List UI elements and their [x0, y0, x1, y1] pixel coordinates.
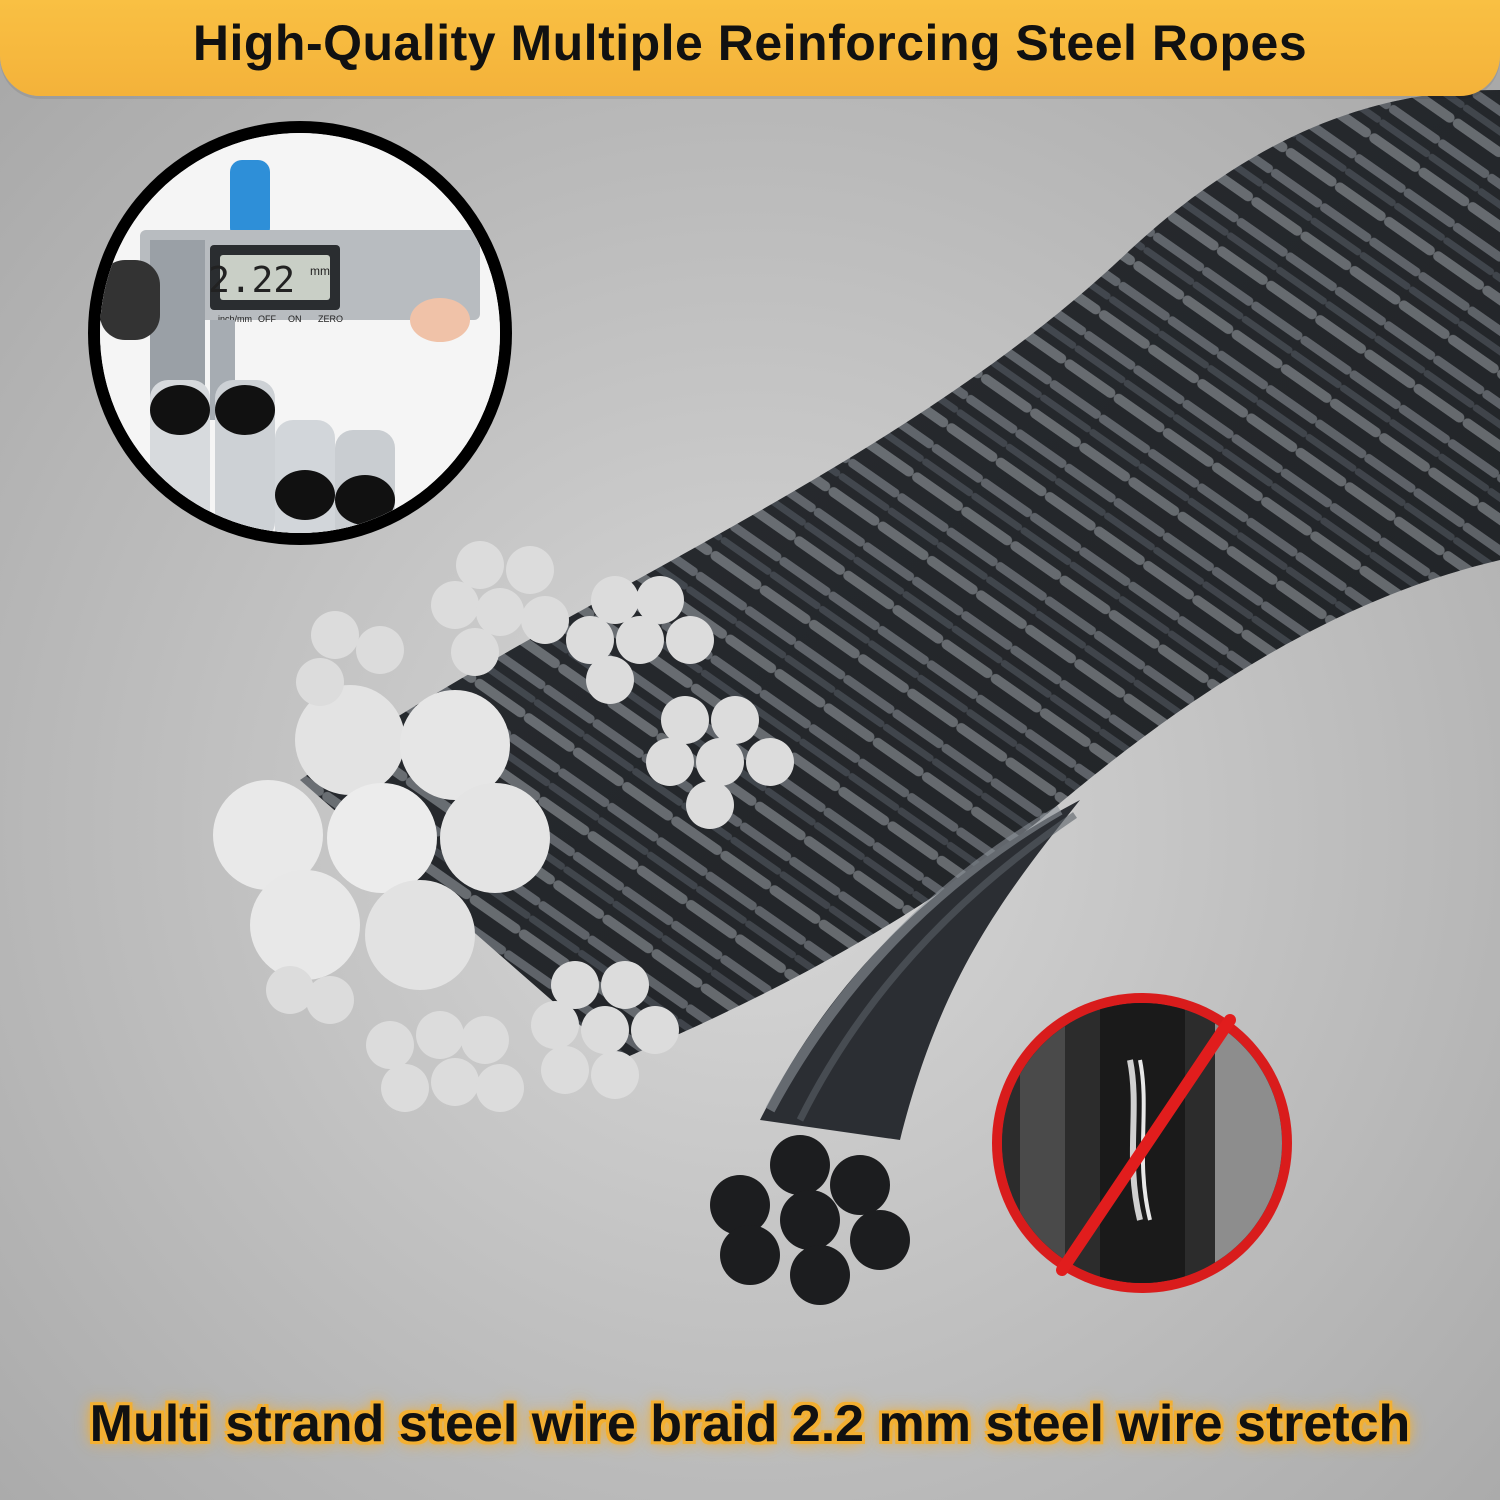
- caliper-btn-on: ON: [288, 314, 302, 324]
- caliper-btn-zero: ZERO: [318, 314, 343, 324]
- bottom-caption: Multi strand steel wire braid 2.2 mm ste…: [89, 1395, 1411, 1453]
- banner-title: High-Quality Multiple Reinforcing Steel …: [192, 15, 1308, 71]
- caliper-unit: mm: [310, 264, 330, 278]
- no-sign-inset: [992, 993, 1292, 1293]
- wire-cross-section-small: [266, 541, 794, 1112]
- top-banner: [0, 0, 1500, 96]
- caliper-reading: 2.22: [208, 260, 295, 301]
- caliper-inset: 2.22 mm inch/mm OFF ON ZERO: [88, 121, 512, 545]
- wire-cross-section-large: [213, 685, 550, 990]
- caliper-btn-off: OFF: [258, 314, 276, 324]
- caliper-btn-inch: inch/mm: [218, 314, 252, 324]
- steel-rope: [300, 90, 1500, 1140]
- no-sign-icon: [1056, 1014, 1236, 1276]
- black-strand-bundle: [710, 1135, 910, 1305]
